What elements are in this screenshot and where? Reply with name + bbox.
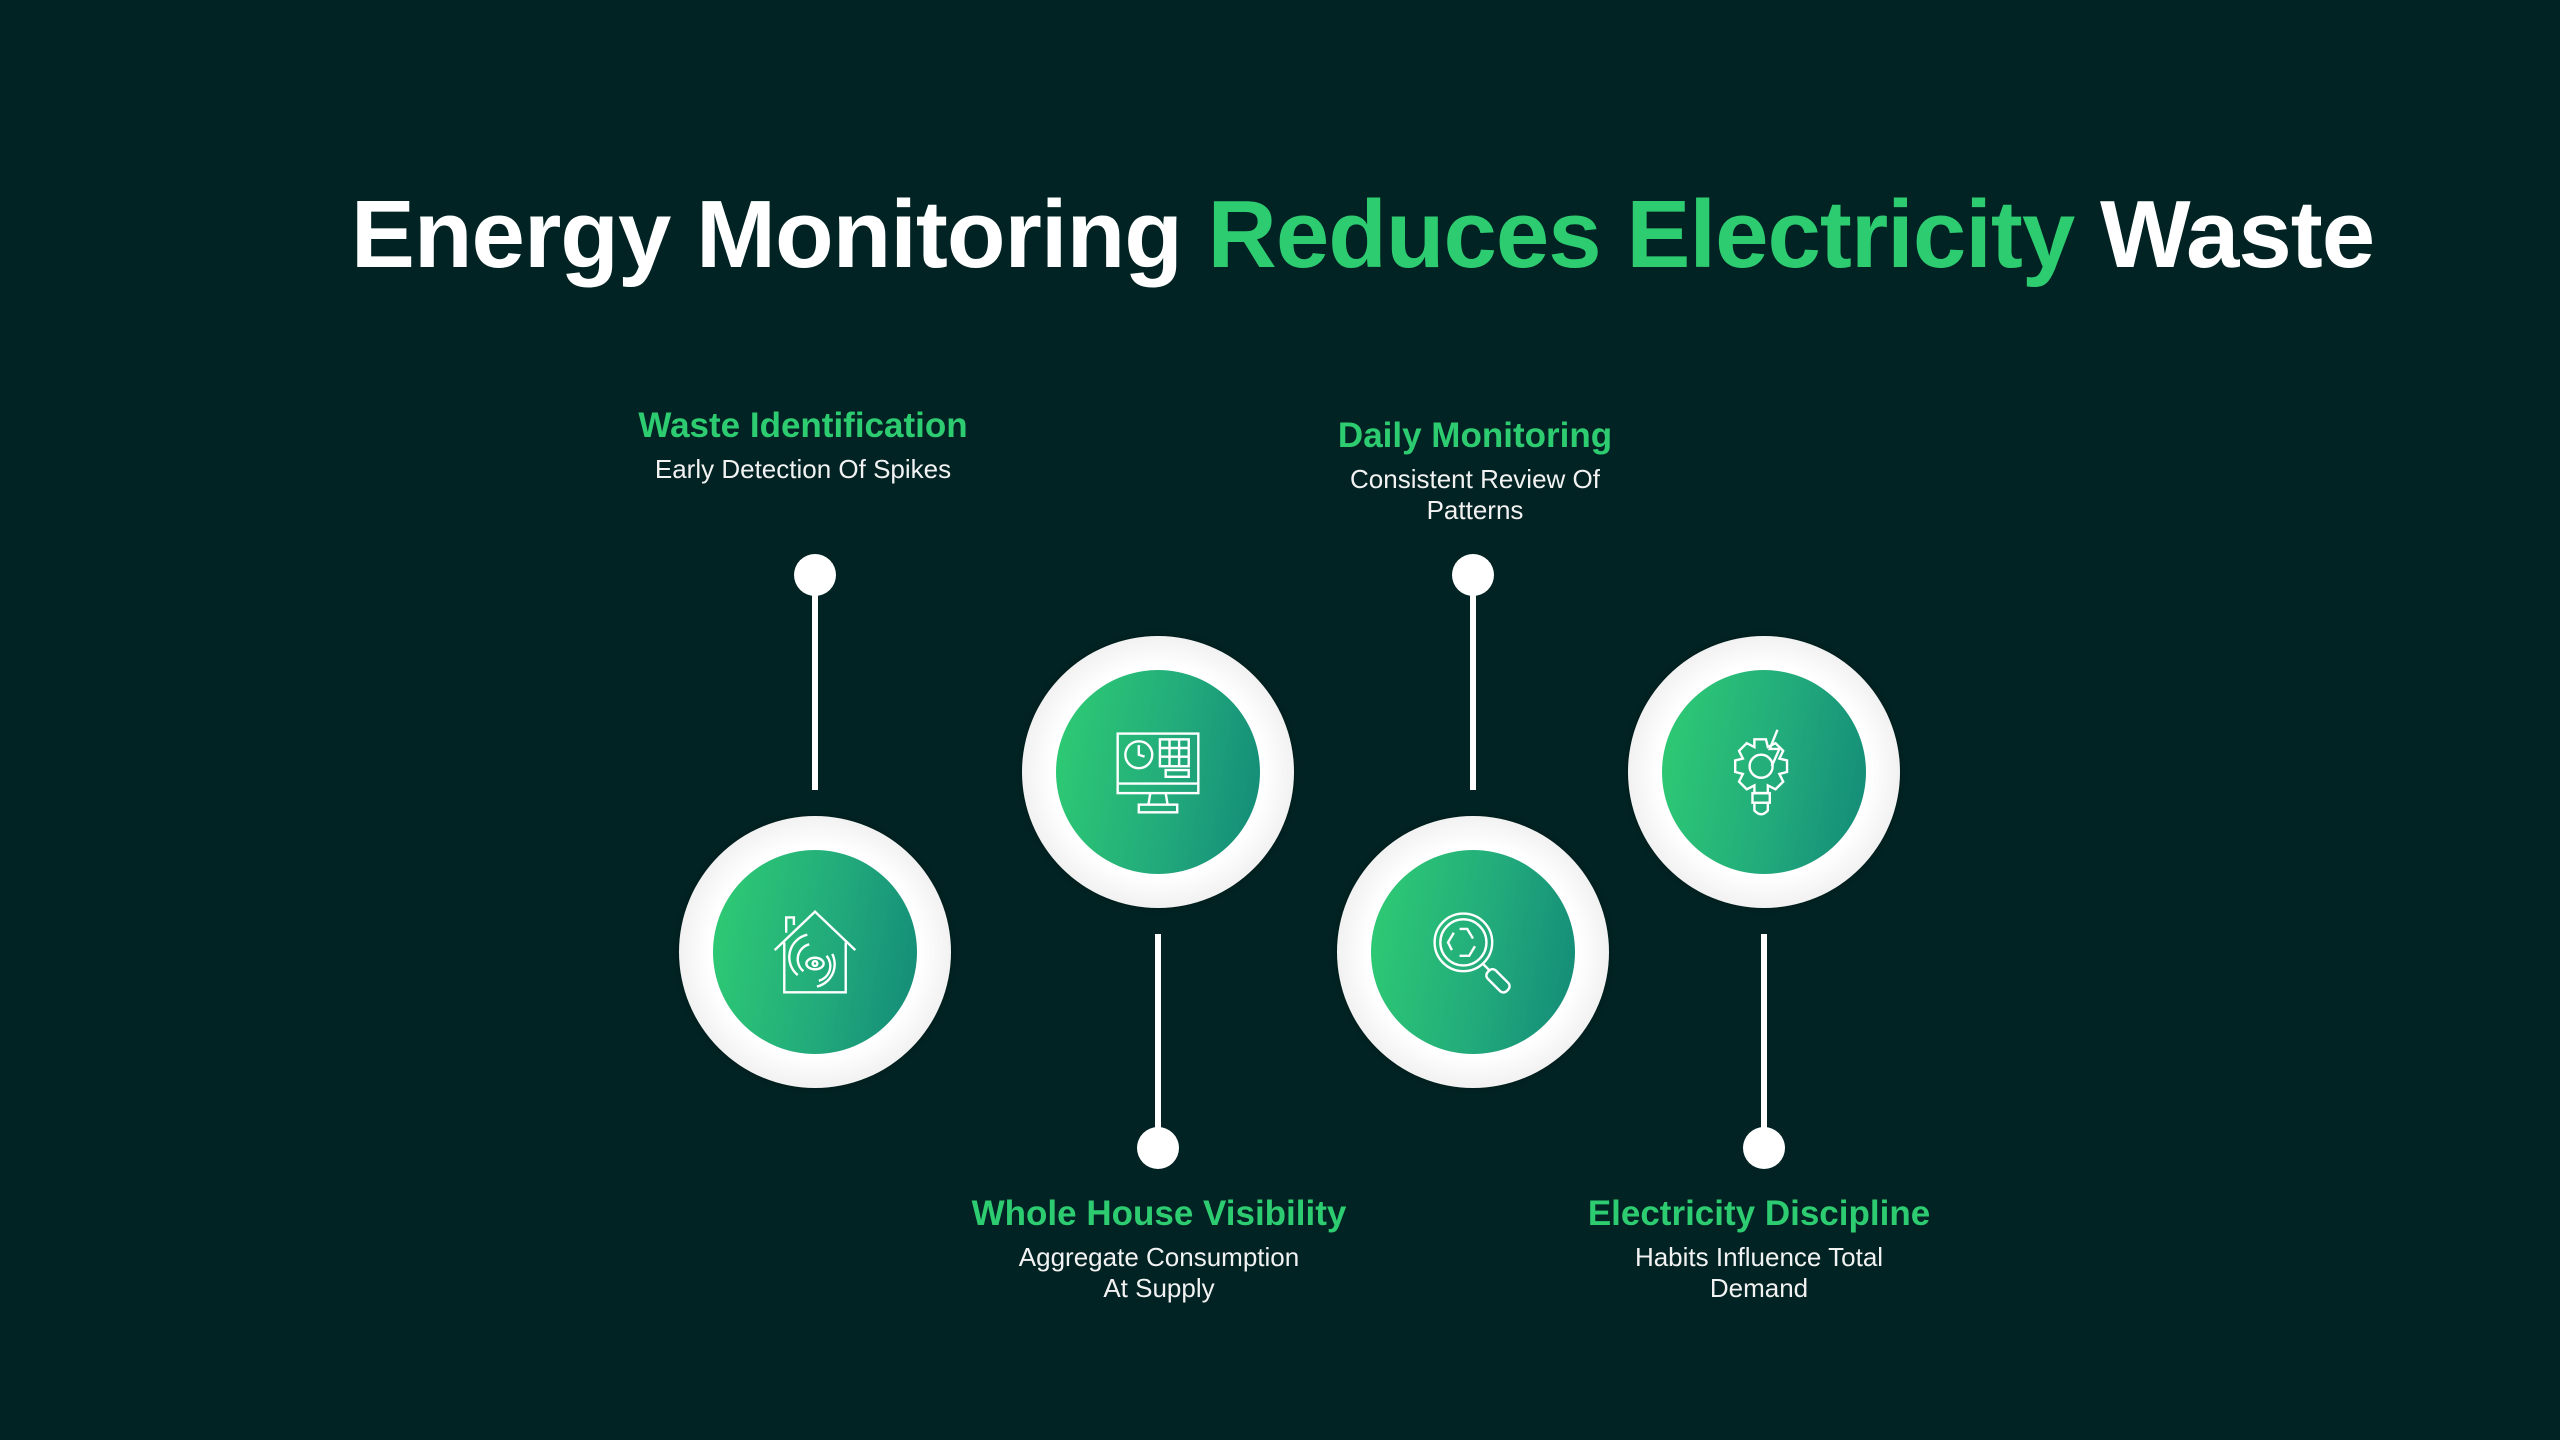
title-part1: Energy Monitoring [350, 181, 1183, 288]
connector-dot [1743, 1127, 1785, 1169]
connector-dot [1137, 1127, 1179, 1169]
connector-line [1470, 590, 1476, 790]
step-heading: Daily Monitoring [1337, 416, 1613, 455]
step-heading: Electricity Discipline [1587, 1194, 1931, 1233]
connector-line [1155, 934, 1161, 1134]
connector-dot [794, 554, 836, 596]
magnifier-recycle-icon [1433, 912, 1511, 994]
step-label-electricity-discipline: Electricity Discipline Habits Influence … [1499, 1192, 2019, 1304]
step-circle-daily-monitoring [1337, 816, 1609, 1088]
step-circle-electricity-discipline [1628, 636, 1900, 908]
connector-line [1761, 934, 1767, 1134]
step-subtitle: Consistent Review Of Patterns [1350, 464, 1600, 525]
title-part2: Waste [2099, 181, 2375, 288]
connector-dot [1452, 554, 1494, 596]
monitor-dashboard-icon [1116, 732, 1200, 814]
step-label-waste-identification: Waste Identification Early Detection Of … [543, 404, 1063, 485]
step-circle-waste-identification [679, 816, 951, 1088]
step-label-whole-house-visibility: Whole House Visibility Aggregate Consump… [899, 1192, 1419, 1304]
connector-line [812, 590, 818, 790]
step-subtitle: Aggregate Consumption At Supply [1018, 1242, 1300, 1303]
step-label-daily-monitoring: Daily Monitoring Consistent Review Of Pa… [1215, 414, 1735, 526]
step-heading: Whole House Visibility [971, 1194, 1347, 1233]
page-title: Energy Monitoring Reduces Electricity Wa… [0, 180, 2560, 290]
title-accent: Reduces Electricity [1207, 181, 2076, 288]
step-heading: Waste Identification [638, 406, 968, 445]
step-subtitle: Habits Influence Total Demand [1634, 1242, 1884, 1303]
gear-bulb-icon [1734, 729, 1789, 816]
house-eye-icon [773, 910, 857, 994]
step-circle-whole-house-visibility [1022, 636, 1294, 908]
step-subtitle: Early Detection Of Spikes [654, 454, 952, 484]
